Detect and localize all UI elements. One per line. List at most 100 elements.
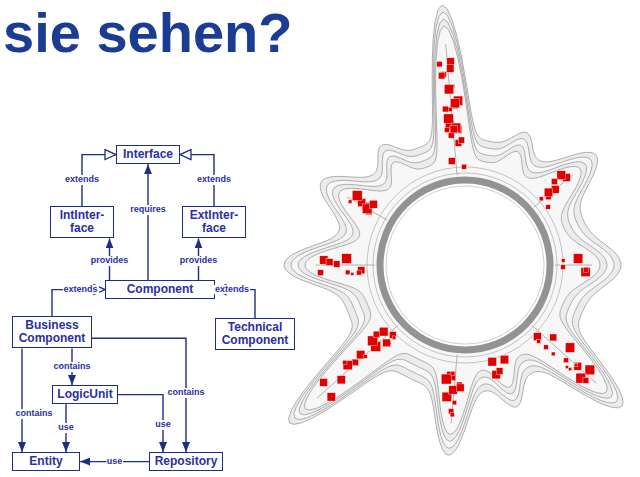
building-block <box>337 376 345 384</box>
building-block <box>573 254 582 263</box>
building-block <box>342 254 352 264</box>
building-block <box>500 355 509 364</box>
class-name: IntInter- face <box>54 209 110 235</box>
building-block <box>441 374 451 384</box>
building-block <box>581 267 590 276</box>
building-block <box>451 371 455 375</box>
building-block <box>352 359 359 366</box>
building-block <box>438 72 445 79</box>
building-block <box>574 362 582 370</box>
building-block <box>546 205 551 210</box>
class-box: Interface <box>116 145 180 164</box>
building-block <box>444 127 449 132</box>
building-block <box>496 368 503 375</box>
building-block <box>562 259 566 263</box>
building-block <box>383 339 391 347</box>
building-block <box>444 114 454 124</box>
building-block <box>320 378 328 386</box>
building-block <box>343 361 352 370</box>
building-block <box>449 386 457 394</box>
building-block <box>539 197 543 201</box>
building-block <box>364 355 367 358</box>
building-block <box>379 327 388 336</box>
class-box: IntInter- face <box>50 206 114 238</box>
ring-road <box>386 186 544 344</box>
street-line <box>317 325 398 398</box>
building-block <box>352 191 362 201</box>
edge-label: provides <box>179 256 219 266</box>
building-block <box>334 261 340 267</box>
class-name: Business Component <box>16 319 88 345</box>
building-block <box>565 365 568 368</box>
class-name: ExtInter- face <box>186 209 242 235</box>
street-line <box>316 265 376 266</box>
building-block <box>348 200 352 204</box>
building-block <box>373 331 380 338</box>
class-name: Interface <box>120 148 176 161</box>
contour-line <box>373 173 557 357</box>
building-block <box>551 352 555 356</box>
building-block <box>585 365 595 375</box>
contour-line <box>284 5 623 455</box>
building-block <box>575 363 578 366</box>
building-block <box>447 58 455 66</box>
edge-label: use <box>57 423 75 433</box>
building-block <box>452 400 456 404</box>
contour-line <box>304 26 607 434</box>
class-name: Technical Component <box>219 321 291 347</box>
building-block <box>583 377 589 383</box>
building-block <box>448 158 455 165</box>
building-block <box>447 65 454 72</box>
class-box: Component <box>105 280 215 299</box>
building-block <box>544 345 549 350</box>
building-block <box>392 336 396 340</box>
class-box: Technical Component <box>215 318 295 350</box>
building-block <box>458 137 464 143</box>
class-name: Component <box>109 283 211 296</box>
class-box: ExtInter- face <box>182 206 246 238</box>
building-block <box>565 343 574 352</box>
building-block <box>345 270 350 275</box>
building-block <box>327 393 335 401</box>
class-name: Repository <box>153 455 219 468</box>
building-block <box>557 171 566 180</box>
building-block <box>561 265 566 270</box>
building-block <box>357 350 365 358</box>
building-block <box>437 61 443 67</box>
contour-line <box>367 167 563 363</box>
building-block <box>537 340 541 344</box>
building-block <box>442 106 448 112</box>
building-block <box>326 259 333 266</box>
class-box: LogicUnit <box>52 385 118 404</box>
edge-label: extends <box>214 285 250 295</box>
class-box: Business Component <box>12 316 92 348</box>
class-box: Repository <box>149 452 223 471</box>
class-name: LogicUnit <box>56 388 114 401</box>
building-block <box>450 413 454 417</box>
class-box: Entity <box>12 452 80 471</box>
building-block <box>568 367 571 370</box>
edge-label: contains <box>52 362 91 372</box>
building-block <box>370 200 378 208</box>
edge-label: extends <box>196 175 232 185</box>
contour-line <box>291 12 618 448</box>
association-arrow <box>147 164 148 280</box>
building-block <box>456 384 464 392</box>
slide-title: sie sehen? <box>3 2 292 64</box>
building-block <box>343 360 347 364</box>
building-block <box>351 272 354 275</box>
edge-label: contains <box>166 388 205 398</box>
edge-label: provides <box>90 256 130 266</box>
edge-label: requires <box>129 205 167 215</box>
association-arrow <box>21 348 22 452</box>
street-line <box>532 325 596 383</box>
building-block <box>357 270 362 275</box>
edge-label: extends <box>62 285 98 295</box>
building-block <box>584 267 589 272</box>
edge-label: extends <box>64 175 100 185</box>
building-block <box>551 178 557 184</box>
edge-label: use <box>154 420 172 430</box>
building-block <box>448 107 452 111</box>
building-block <box>450 99 459 108</box>
